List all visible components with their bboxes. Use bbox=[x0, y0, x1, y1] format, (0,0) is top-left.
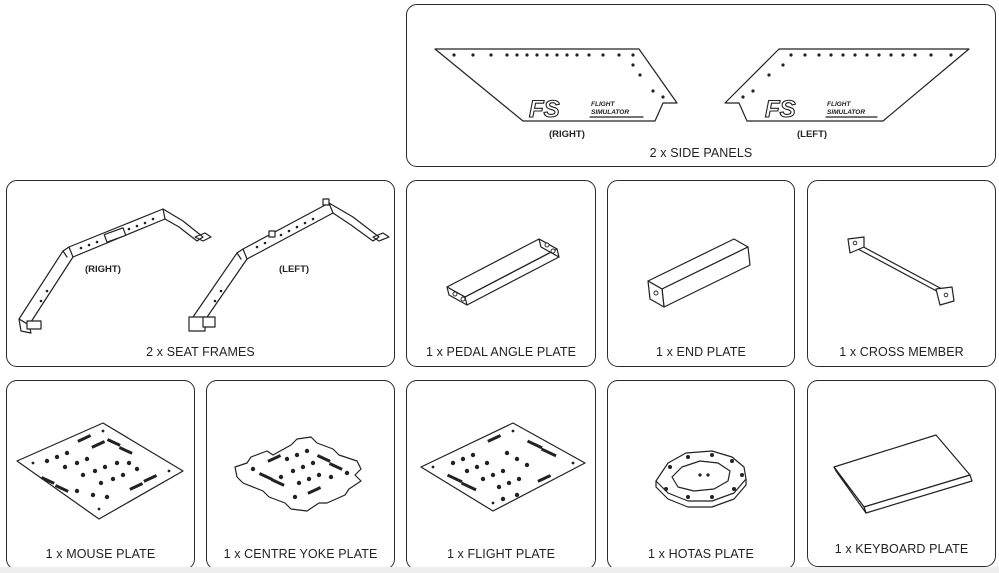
end-plate-card: 1 x END PLATE bbox=[607, 180, 795, 367]
end-plate-caption: 1 x END PLATE bbox=[656, 345, 746, 359]
seat-frame-right-label: (RIGHT) bbox=[85, 264, 121, 275]
centre-yoke-plate-illustration bbox=[234, 436, 362, 512]
hotas-plate-caption: 1 x HOTAS PLATE bbox=[648, 547, 754, 561]
end-plate-illustration bbox=[647, 238, 751, 308]
side-panels-illustration: FS FLIGHT SIMULATOR FS FLIGHT SIMULATO bbox=[434, 48, 970, 124]
svg-text:FS: FS bbox=[765, 96, 796, 123]
mouse-plate-caption: 1 x MOUSE PLATE bbox=[45, 547, 156, 561]
svg-text:SIMULATOR: SIMULATOR bbox=[591, 109, 629, 116]
mouse-plate-illustration bbox=[16, 422, 184, 520]
cross-member-illustration bbox=[847, 236, 955, 306]
keyboard-plate-caption: 1 x KEYBOARD PLATE bbox=[834, 542, 969, 556]
left-seat-frame bbox=[188, 198, 390, 332]
side-panels-card: FS FLIGHT SIMULATOR FS FLIGHT SIMULATO bbox=[406, 4, 996, 167]
flight-plate-caption: 1 x FLIGHT PLATE bbox=[446, 547, 556, 561]
flight-plate-illustration bbox=[420, 422, 586, 512]
svg-text:SIMULATOR: SIMULATOR bbox=[827, 109, 865, 116]
cross-member-card: 1 x CROSS MEMBER bbox=[807, 180, 996, 367]
cross-member-caption: 1 x CROSS MEMBER bbox=[839, 345, 964, 359]
right-seat-frame bbox=[18, 208, 212, 334]
svg-text:FS: FS bbox=[529, 96, 560, 123]
seat-frames-illustration bbox=[18, 198, 390, 334]
svg-text:FLIGHT: FLIGHT bbox=[827, 101, 851, 108]
right-side-panel: FS FLIGHT SIMULATOR bbox=[434, 48, 678, 124]
fs-logo-right: FS FLIGHT SIMULATOR bbox=[528, 95, 644, 124]
side-panel-right-label: (RIGHT) bbox=[549, 129, 585, 140]
side-panels-caption: 2 x SIDE PANELS bbox=[649, 146, 753, 160]
pedal-angle-plate-illustration bbox=[446, 238, 560, 306]
seat-frames-card: (RIGHT) (LEFT) 2 x SEAT FRAMES bbox=[6, 180, 395, 367]
fs-logo-left: FS FLIGHT SIMULATOR bbox=[764, 95, 878, 124]
pedal-angle-plate-card: 1 x PEDAL ANGLE PLATE bbox=[406, 180, 596, 367]
seat-frame-left-label: (LEFT) bbox=[279, 264, 310, 275]
hotas-plate-card: 1 x HOTAS PLATE bbox=[607, 380, 795, 570]
keyboard-plate-illustration bbox=[833, 434, 973, 514]
seat-frames-caption: 2 x SEAT FRAMES bbox=[146, 345, 255, 359]
centre-yoke-plate-caption: 1 x CENTRE YOKE PLATE bbox=[223, 547, 378, 561]
hotas-plate-illustration bbox=[655, 450, 747, 508]
svg-text:FLIGHT: FLIGHT bbox=[591, 101, 615, 108]
pedal-angle-plate-caption: 1 x PEDAL ANGLE PLATE bbox=[425, 345, 577, 359]
side-panel-left-label: (LEFT) bbox=[797, 129, 828, 140]
flight-plate-card: 1 x FLIGHT PLATE bbox=[406, 380, 596, 570]
left-side-panel: FS FLIGHT SIMULATOR bbox=[724, 48, 970, 124]
bottom-strip bbox=[0, 567, 999, 573]
centre-yoke-plate-card: 1 x CENTRE YOKE PLATE bbox=[206, 380, 395, 570]
keyboard-plate-card: 1 x KEYBOARD PLATE bbox=[807, 380, 996, 567]
mouse-plate-card: 1 x MOUSE PLATE bbox=[6, 380, 195, 570]
